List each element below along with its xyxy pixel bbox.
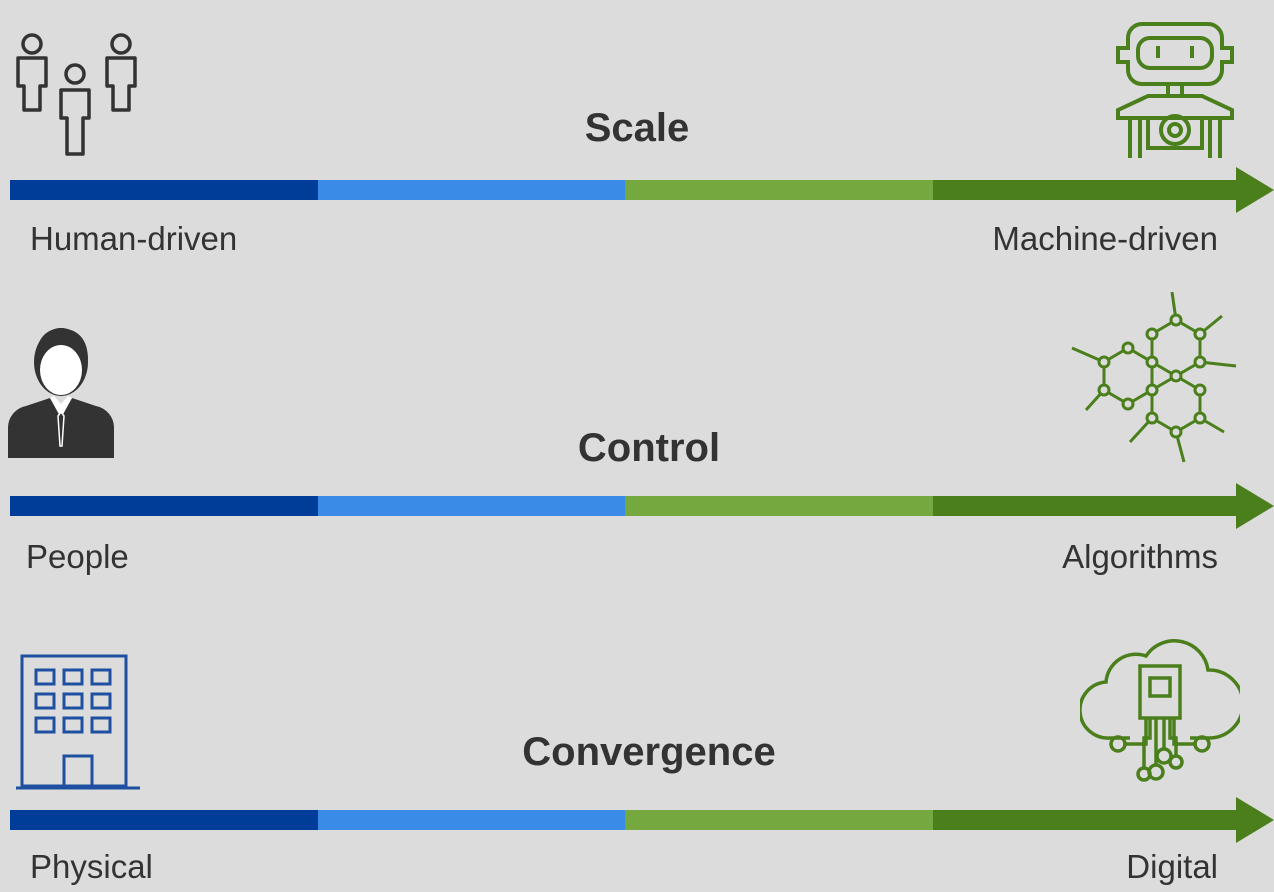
office-building-icon [16,654,140,790]
left-label: Physical [30,848,153,885]
control-row: Control People Algorithms [0,290,1274,575]
bar-segment-2 [317,810,625,830]
left-label: Human-driven [30,220,238,257]
row-title: Control [577,426,721,470]
right-label: Machine-driven [992,220,1218,257]
bar-segment-3 [625,810,933,830]
bar-segment-4 [932,496,1240,516]
convergence-row: Convergence Physical Digital [0,610,1274,890]
network-hexagon-icon [1071,292,1237,463]
bar-segment-4 [932,810,1240,830]
bar-segment-2 [317,496,625,516]
arrow-head-icon [1236,797,1274,843]
people-group-icon [16,33,137,156]
right-label: Digital [1126,848,1218,885]
bar-segment-1 [10,810,318,830]
cloud-chip-icon [1080,639,1240,782]
robot-icon [1116,22,1234,158]
bar-segment-4 [932,180,1240,200]
row-title: Scale [584,106,690,150]
spectrum-bar [10,810,1240,830]
spectrum-bar [10,180,1240,200]
bar-segment-3 [625,180,933,200]
arrow-head-icon [1236,483,1274,529]
businessman-icon [8,328,114,458]
scale-row: Scale Human-driven Machine-driven [0,0,1274,280]
row-title: Convergence [522,730,776,774]
arrow-head-icon [1236,167,1274,213]
spectrum-bar [10,496,1240,516]
bar-segment-3 [625,496,933,516]
right-label: Algorithms [1062,538,1218,575]
bar-segment-2 [317,180,625,200]
bar-segment-1 [10,496,318,516]
left-label: People [26,538,129,575]
bar-segment-1 [10,180,318,200]
